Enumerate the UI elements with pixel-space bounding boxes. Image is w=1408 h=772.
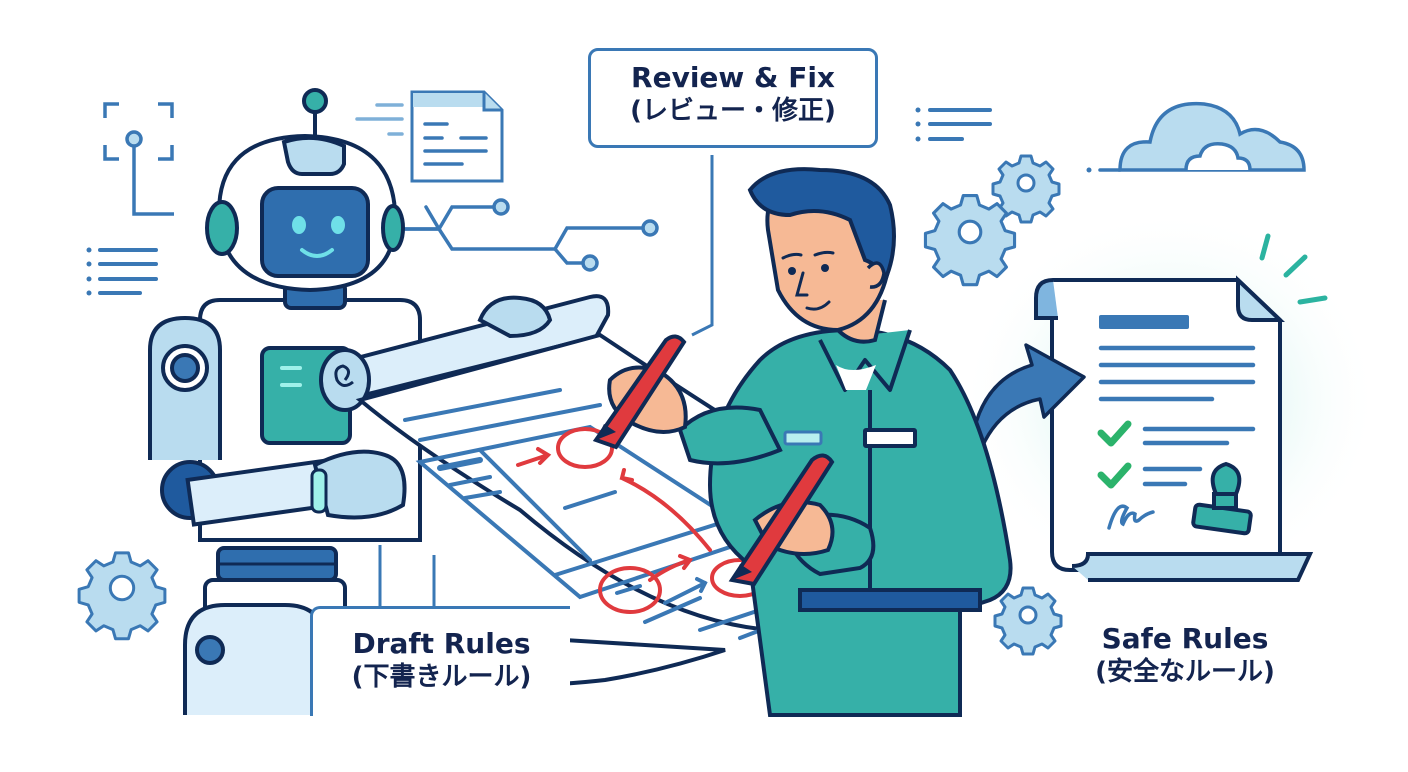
draft-rules-label: Draft Rules (下書きルール): [310, 606, 570, 716]
gear-icon: [77, 551, 167, 641]
review-fix-label: Review & Fix (レビュー・修正): [588, 48, 878, 148]
arrow-right-icon: [970, 343, 1086, 449]
review-fix-title: Review & Fix: [631, 61, 835, 94]
review-fix-subtitle: (レビュー・修正): [630, 96, 836, 126]
red-pen-icon: [592, 334, 687, 450]
cloud-icon: [1086, 101, 1306, 173]
draft-rules-title: Draft Rules: [352, 627, 531, 660]
signature-icon: [1107, 504, 1155, 530]
safe-rules-label: Safe Rules (安全なルール): [1060, 622, 1310, 688]
draft-rules-subtitle: (下書きルール): [351, 662, 532, 692]
circuit-branch-icon: [387, 198, 659, 272]
gear-icon: [923, 193, 1017, 287]
focus-frame-icon: [103, 102, 174, 216]
red-pen-icon: [728, 453, 835, 587]
gear-icon: [991, 154, 1061, 224]
gear-icon: [993, 586, 1063, 656]
sparkle-icon: [1259, 233, 1328, 305]
safe-rules-document: [1034, 275, 1314, 582]
worker: [592, 167, 1013, 717]
safe-rules-subtitle: (安全なルール): [1095, 657, 1275, 687]
bullet-list-icon: [86, 247, 158, 296]
stamp-icon: [1191, 461, 1253, 536]
safe-rules-title: Safe Rules: [1101, 622, 1269, 655]
document-icon: [355, 90, 504, 183]
checkmark-icon: [1097, 420, 1132, 489]
bullet-list-icon: [915, 107, 992, 142]
